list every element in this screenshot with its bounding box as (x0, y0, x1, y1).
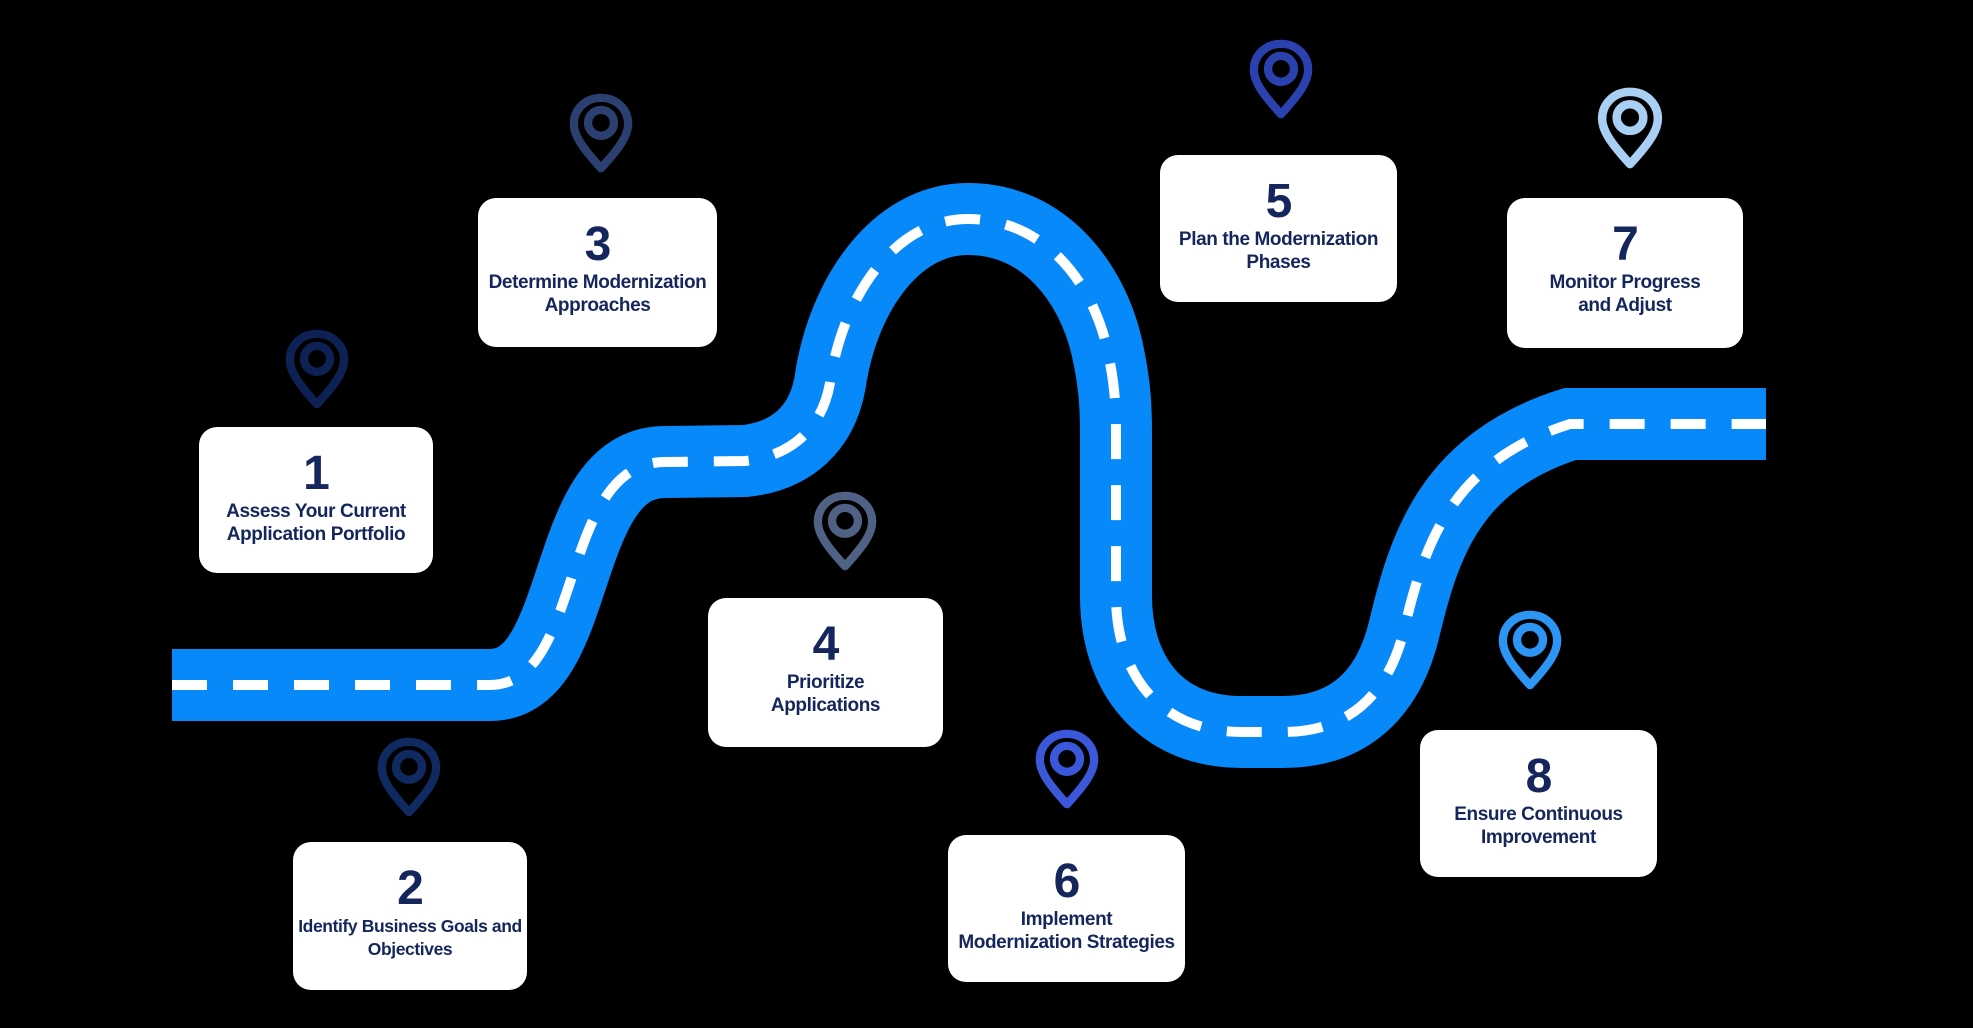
location-pin-icon (1493, 602, 1567, 698)
step-number: 1 (303, 447, 330, 500)
step-number: 2 (397, 862, 424, 915)
location-pin-icon (1592, 78, 1668, 178)
step-number: 4 (812, 618, 840, 671)
step-number: 6 (1053, 855, 1081, 908)
step-number: 7 (1612, 218, 1639, 271)
step-number: 8 (1525, 750, 1553, 803)
location-pin-icon (280, 321, 354, 417)
location-pin-icon (372, 729, 446, 825)
location-pin-icon (564, 85, 638, 181)
location-pin-icon (808, 483, 882, 579)
road-center-dashed-line (172, 213, 1766, 737)
step-number: 3 (584, 218, 612, 271)
location-pin-icon (1244, 31, 1318, 127)
location-pin-icon (1030, 721, 1104, 817)
step-number: 5 (1265, 175, 1293, 228)
